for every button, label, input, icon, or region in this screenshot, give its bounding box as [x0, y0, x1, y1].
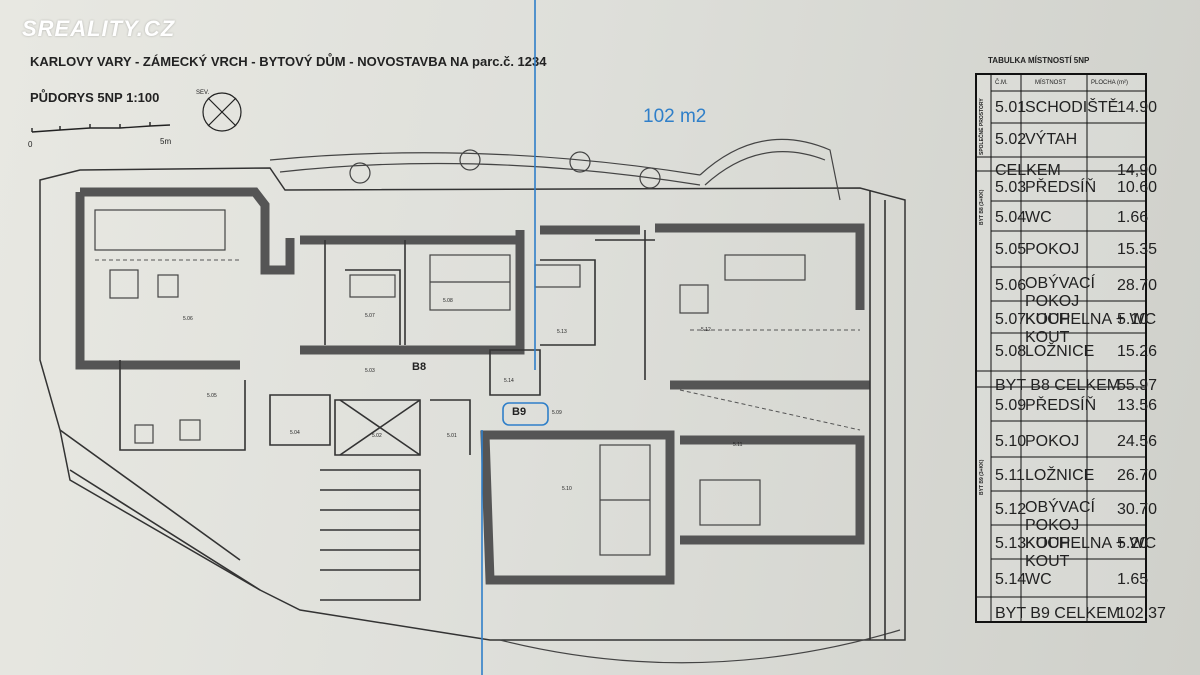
cell-num: 5.09 — [995, 397, 1027, 414]
cell-name: OBÝVACÍ POKOJ KUCH. KOUT — [1025, 499, 1095, 570]
room-label: 5.11 — [733, 442, 743, 448]
plan-title: KARLOVY VARY - ZÁMECKÝ VRCH - BYTOVÝ DŮM… — [30, 54, 547, 69]
cell-num: 5.02 — [995, 131, 1027, 148]
cell-area: 15.35 — [1117, 241, 1158, 258]
header-name: MÍSTNOST — [1035, 80, 1066, 86]
scale-bar — [31, 122, 171, 133]
dashed-lines — [95, 259, 861, 431]
cell-area: 5.10 — [1117, 311, 1149, 328]
cell-area: 13.56 — [1117, 397, 1158, 414]
room-label: 5.14 — [504, 378, 514, 384]
cell-name: KOUPELNA + WC — [1025, 535, 1157, 552]
room-label: 5.06 — [183, 316, 193, 322]
cell-name: VÝTAH — [1025, 131, 1078, 148]
cell-area: 1.66 — [1117, 209, 1149, 226]
cell-name: PŘEDSÍŇ — [1025, 179, 1097, 196]
cell-num: 5.13 — [995, 535, 1027, 552]
cell-name: POKOJ — [1025, 241, 1080, 258]
watermark-logo: SREALITY.CZ — [22, 16, 176, 41]
b9-highlight — [502, 402, 549, 426]
furniture — [94, 209, 806, 556]
cell-area: 26.70 — [1117, 467, 1158, 484]
cell-name: OBÝVACÍ POKOJ KUCH. KOUT — [1025, 275, 1095, 346]
cell-name: POKOJ — [1025, 433, 1080, 450]
cell-name: KOUPELNA + WC — [1025, 311, 1157, 328]
cell-num: 5.04 — [995, 209, 1027, 226]
building-outline — [39, 167, 906, 641]
cell-area: 30.70 — [1117, 501, 1158, 518]
terrace-curve — [269, 138, 841, 201]
cell-num: 5.12 — [995, 501, 1027, 518]
total-value: 102.37 — [1117, 605, 1166, 622]
apartment-label-b9: B9 — [512, 406, 527, 418]
total-label: BYT B9 CELKEM — [995, 605, 1121, 622]
walls — [75, 187, 870, 585]
header-area: PLOCHA (m²) — [1091, 80, 1129, 86]
plan-subtitle: PŮDORYS 5NP 1:100 — [30, 90, 160, 105]
cell-area: 14.90 — [1117, 99, 1158, 116]
cell-area: 10.60 — [1117, 179, 1158, 196]
cell-num: 5.08 — [995, 343, 1027, 360]
room-label: 5.04 — [290, 430, 300, 436]
total-label: CELKEM — [995, 162, 1061, 179]
cell-area: 1.65 — [1117, 571, 1149, 588]
cell-name: WC — [1025, 571, 1052, 588]
area-annotation: 102 m2 — [643, 106, 707, 127]
cell-num: 5.11 — [995, 467, 1025, 484]
cell-name: PŘEDSÍŇ — [1025, 397, 1097, 414]
table-grid — [977, 75, 1145, 621]
cell-area: 28.70 — [1117, 277, 1158, 294]
room-label: 5.13 — [557, 329, 567, 335]
scale-end-label: 5m — [160, 137, 172, 146]
cell-area: 5.20 — [1117, 535, 1149, 552]
cell-num: 5.07 — [995, 311, 1027, 328]
room-table: Č.M. MÍSTNOST PLOCHA (m²) SPOLEČNÉ PROST… — [975, 73, 1166, 623]
cell-name: LOŽNICE — [1025, 467, 1095, 484]
room-label: 5.03 — [365, 368, 375, 374]
room-label: 5.09 — [552, 410, 562, 416]
room-label: 5.08 — [443, 298, 453, 304]
cell-area: 15.26 — [1117, 343, 1158, 360]
cell-num: 5.10 — [995, 433, 1027, 450]
cell-area: 24.56 — [1117, 433, 1158, 450]
total-value: 55.97 — [1117, 377, 1158, 394]
cell-name: SCHODIŠTĚ — [1025, 99, 1119, 116]
cell-num: 5.06 — [995, 277, 1027, 294]
apartment-label-b8: B8 — [412, 361, 427, 373]
partitions — [59, 190, 886, 640]
cell-name: WC — [1025, 209, 1052, 226]
cell-num: 5.05 — [995, 241, 1027, 258]
group-label: SPOLEČNÉ PROSTORY — [979, 98, 985, 155]
room-label: 5.12 — [701, 327, 711, 333]
north-arrow-icon: SEV. — [196, 90, 242, 132]
cell-num: 5.14 — [995, 571, 1027, 588]
cell-num: 5.03 — [995, 179, 1027, 196]
room-label: 5.05 — [207, 393, 217, 399]
room-label: 5.02 — [372, 433, 382, 439]
group-label: BYT B9 (3+KK) — [979, 459, 985, 495]
total-label: BYT B8 CELKEM — [995, 377, 1121, 394]
room-label: 5.01 — [447, 433, 457, 439]
cell-name: LOŽNICE — [1025, 343, 1095, 360]
room-label: 5.07 — [365, 313, 375, 319]
total-value: 14,90 — [1117, 162, 1158, 179]
group-label: BYT B8 (3+KK) — [979, 189, 985, 225]
lower-terrace-curve — [499, 629, 901, 664]
header-num: Č.M. — [995, 80, 1008, 86]
scale-start-label: 0 — [28, 140, 33, 149]
svg-text:SEV.: SEV. — [196, 90, 209, 96]
room-label: 5.10 — [562, 486, 572, 492]
cell-num: 5.01 — [995, 99, 1027, 116]
room-table-title: TABULKA MÍSTNOSTÍ 5NP — [988, 56, 1090, 65]
